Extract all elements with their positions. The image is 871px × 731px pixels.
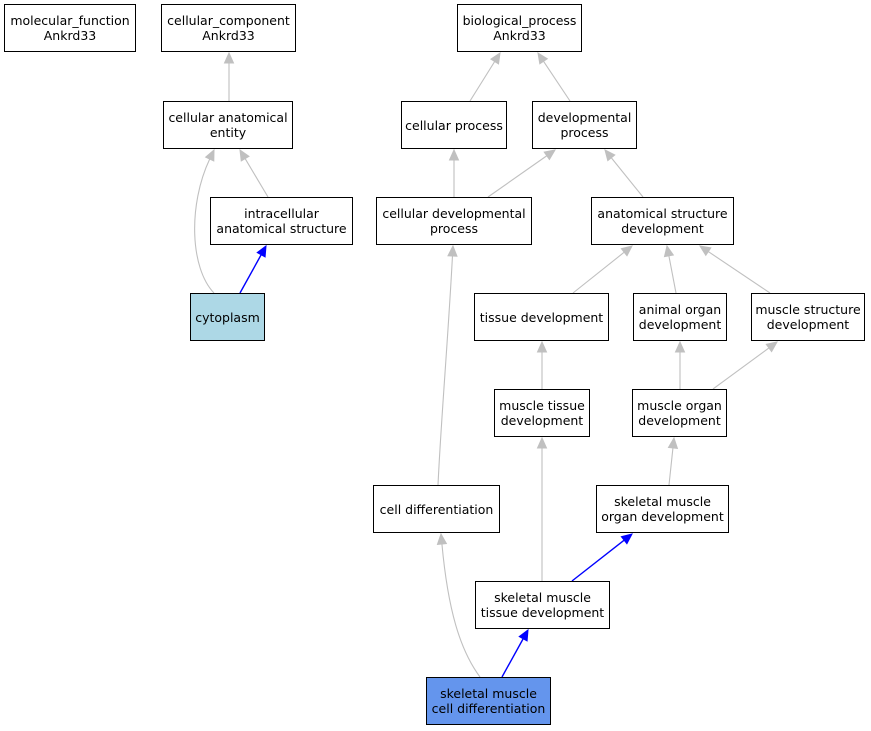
node-molecular-function[interactable]: molecular_function Ankrd33 <box>4 4 136 52</box>
node-muscle-structure-development[interactable]: muscle structure development <box>751 293 865 341</box>
edge-cellular-developmental-process-to-developmental-process-arrowhead <box>543 149 556 161</box>
edge-cellular-developmental-process-to-cellular-process-arrowhead <box>448 148 460 161</box>
edge-cytoplasm-to-intracellular-anatomical-structure <box>239 254 262 294</box>
edge-anatomical-structure-development-to-developmental-process-arrowhead <box>604 149 616 162</box>
node-skeletal-muscle-cell-differentiation[interactable]: skeletal muscle cell differentiation <box>426 677 551 725</box>
edge-muscle-organ-development-to-animal-organ-development-arrowhead <box>674 340 686 353</box>
node-skeletal-muscle-tissue-development[interactable]: skeletal muscle tissue development <box>475 581 610 629</box>
node-muscle-organ-development[interactable]: muscle organ development <box>632 389 727 437</box>
edge-cytoplasm-to-cellular-anatomical-entity <box>194 158 215 294</box>
edge-muscle-organ-development-to-muscle-structure-development <box>712 347 770 390</box>
edge-skeletal-muscle-organ-development-to-muscle-organ-development-arrowhead <box>667 436 679 449</box>
edge-cytoplasm-to-cellular-anatomical-entity-arrowhead <box>204 148 215 162</box>
node-cell-differentiation[interactable]: cell differentiation <box>373 485 500 533</box>
edge-muscle-structure-development-to-anatomical-structure-development <box>707 251 771 294</box>
node-muscle-tissue-development[interactable]: muscle tissue development <box>494 389 590 437</box>
node-developmental-process[interactable]: developmental process <box>532 101 637 149</box>
node-animal-organ-development[interactable]: animal organ development <box>633 293 727 341</box>
edge-cytoplasm-to-intracellular-anatomical-structure-arrowhead <box>256 244 267 258</box>
edge-animal-organ-development-to-anatomical-structure-development <box>668 255 677 294</box>
node-intracellular-anatomical-structure[interactable]: intracellular anatomical structure <box>210 197 353 245</box>
edge-cellular-developmental-process-to-developmental-process <box>487 155 548 198</box>
edge-muscle-organ-development-to-muscle-structure-development-arrowhead <box>765 341 778 353</box>
edge-anatomical-structure-development-to-developmental-process <box>610 157 644 198</box>
edge-developmental-process-to-biological-process <box>543 61 571 102</box>
node-cellular-anatomical-entity[interactable]: cellular anatomical entity <box>163 101 293 149</box>
node-cellular-component[interactable]: cellular_component Ankrd33 <box>161 4 296 52</box>
edge-skeletal-muscle-cell-differentiation-to-skeletal-muscle-tissue-development-arrowhead <box>518 628 529 642</box>
edge-skeletal-muscle-cell-differentiation-to-skeletal-muscle-tissue-development <box>501 638 524 678</box>
edge-developmental-process-to-biological-process-arrowhead <box>537 51 549 65</box>
edge-tissue-development-to-anatomical-structure-development-arrowhead <box>620 245 633 257</box>
edge-cellular-anatomical-entity-to-cellular-component-arrowhead <box>223 51 235 64</box>
node-skeletal-muscle-organ-development[interactable]: skeletal muscle organ development <box>596 485 729 533</box>
edge-animal-organ-development-to-anatomical-structure-development-arrowhead <box>663 244 675 258</box>
edge-skeletal-muscle-tissue-development-to-skeletal-muscle-organ-development <box>571 539 625 582</box>
node-biological-process[interactable]: biological_process Ankrd33 <box>457 4 582 52</box>
edge-skeletal-muscle-tissue-development-to-skeletal-muscle-organ-development-arrowhead <box>620 533 633 545</box>
edge-intracellular-anatomical-structure-to-cellular-anatomical-entity <box>244 158 269 198</box>
edge-cellular-process-to-biological-process <box>469 61 496 102</box>
edge-skeletal-muscle-cell-differentiation-to-cell-differentiation <box>441 543 481 678</box>
edge-muscle-tissue-development-to-tissue-development-arrowhead <box>536 340 548 353</box>
node-anatomical-structure-development[interactable]: anatomical structure development <box>591 197 734 245</box>
edge-muscle-structure-development-to-anatomical-structure-development-arrowhead <box>698 245 712 257</box>
edge-tissue-development-to-anatomical-structure-development <box>572 251 625 294</box>
edge-cellular-process-to-biological-process-arrowhead <box>489 51 501 65</box>
edge-cell-differentiation-to-cellular-developmental-process <box>437 255 454 486</box>
node-cytoplasm[interactable]: cytoplasm <box>190 293 265 341</box>
edge-cell-differentiation-to-cellular-developmental-process-arrowhead <box>447 244 458 257</box>
edge-skeletal-muscle-cell-differentiation-to-cell-differentiation-arrowhead <box>436 532 448 545</box>
node-cellular-developmental-process[interactable]: cellular developmental process <box>376 197 532 245</box>
edge-skeletal-muscle-organ-development-to-muscle-organ-development <box>668 447 674 486</box>
node-cellular-process[interactable]: cellular process <box>401 101 507 149</box>
node-tissue-development[interactable]: tissue development <box>474 293 609 341</box>
edge-skeletal-muscle-tissue-development-to-muscle-tissue-development-arrowhead <box>536 436 548 449</box>
edge-intracellular-anatomical-structure-to-cellular-anatomical-entity-arrowhead <box>239 148 250 162</box>
